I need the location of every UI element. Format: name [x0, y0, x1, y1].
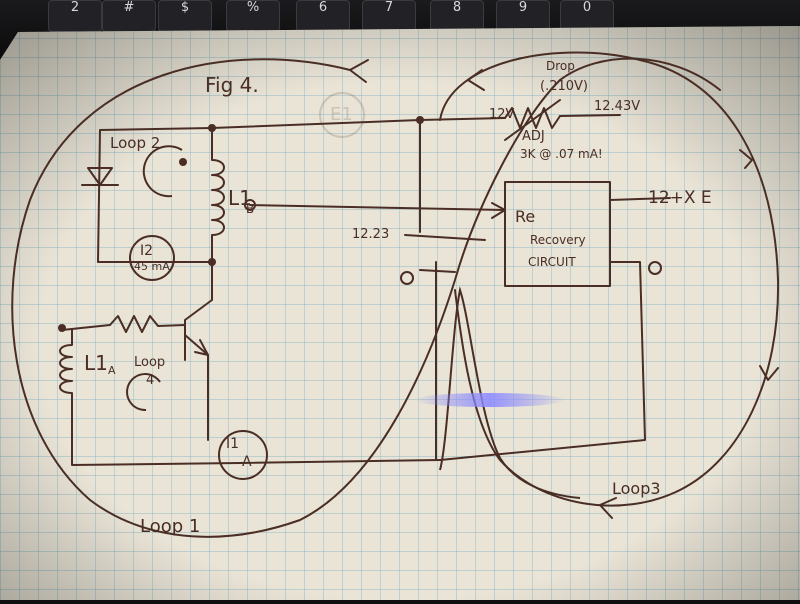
- loop4-label: Loop: [134, 355, 165, 370]
- base-resistor: [61, 315, 186, 333]
- i1a-label: I1: [226, 436, 239, 452]
- light-glare: [415, 393, 565, 407]
- i2-value: 45 mA: [134, 260, 170, 273]
- recovery-circuit-box: [504, 181, 611, 287]
- ammeter-i2: [129, 235, 175, 281]
- voltage-left: 12V: [489, 107, 515, 122]
- drop-label: Drop: [546, 59, 575, 73]
- loop2-wire: [97, 127, 213, 263]
- diode-symbol: [81, 167, 119, 186]
- ammeter-i1a: [218, 430, 268, 480]
- keyboard-key: 8: [430, 0, 484, 32]
- loop4-circle-arrow: [126, 373, 161, 412]
- resistor-note: 3K @ .07 mA!: [520, 147, 603, 161]
- loop4-number: 4: [146, 373, 154, 388]
- drop-value: (.210V): [540, 79, 588, 94]
- adj-label: ADJ: [522, 129, 545, 144]
- loop3-arrow-lower: [759, 365, 779, 381]
- recovery-return-wire: [439, 261, 646, 461]
- keyboard-key: #: [102, 0, 156, 32]
- waveform-spike: [439, 286, 581, 499]
- terminal-circle: [400, 271, 414, 285]
- recovery-line2: CIRCUIT: [528, 255, 576, 269]
- bottom-rail-wire: [239, 459, 441, 464]
- fig-label: Fig 4.: [205, 73, 259, 97]
- ghost-mark: E1: [330, 104, 353, 125]
- loop2-label: Loop 2: [110, 134, 160, 152]
- coil-l1a: [59, 329, 241, 466]
- switch-contact: [419, 269, 456, 273]
- loop1-arrow: [349, 59, 369, 83]
- keyboard-key: 0: [560, 0, 614, 32]
- vertical-1223-wire: [404, 119, 486, 241]
- l1b-output-arrow: [491, 202, 506, 219]
- keyboard-key: 6: [296, 0, 350, 32]
- loop3-arrow-right: [739, 149, 753, 169]
- i1a-subscript: A: [242, 454, 252, 470]
- loop3-arrow-top: [467, 69, 485, 91]
- loop1-label: Loop 1: [140, 516, 200, 537]
- output-label: 12+X E: [648, 188, 712, 208]
- l1a-subscript: A: [108, 364, 116, 377]
- recovery-line1: Recovery: [530, 233, 586, 247]
- junction-dot: [58, 324, 66, 332]
- coil-l1b: [211, 127, 225, 263]
- terminal-circle: [244, 199, 256, 211]
- loop3-label: Loop3: [612, 479, 661, 498]
- junction-dot: [208, 258, 216, 266]
- loop2-circle-arrow: [142, 145, 183, 198]
- l1a-label: L1: [84, 351, 108, 375]
- l1b-label: L1: [228, 186, 252, 210]
- adj-resistor-arrow: [504, 99, 561, 141]
- keyboard-key: 2: [48, 0, 102, 32]
- terminal-circle: [648, 261, 662, 275]
- keyboard-key: %: [226, 0, 280, 32]
- ghost-mark-circle: [319, 92, 365, 138]
- keyboard-key: 7: [362, 0, 416, 32]
- recovery-re: Re: [515, 207, 535, 226]
- junction-dot: [208, 124, 216, 132]
- recovery-output-wire: [609, 197, 671, 201]
- l1b-subscript: B: [246, 202, 254, 216]
- transistor-arrow: [194, 339, 209, 356]
- voltage-1223: 12.23: [352, 227, 389, 242]
- keyboard-key: $: [158, 0, 212, 32]
- loop3-arrow-bottom: [599, 497, 617, 519]
- junction-dot: [416, 116, 424, 124]
- l1b-output-wire: [249, 204, 506, 211]
- voltage-right: 12.43V: [594, 99, 640, 114]
- junction-dot: [179, 158, 187, 166]
- loop1-path: [11, 57, 721, 538]
- adj-resistor: [504, 107, 561, 129]
- i2-label: I2: [140, 243, 153, 259]
